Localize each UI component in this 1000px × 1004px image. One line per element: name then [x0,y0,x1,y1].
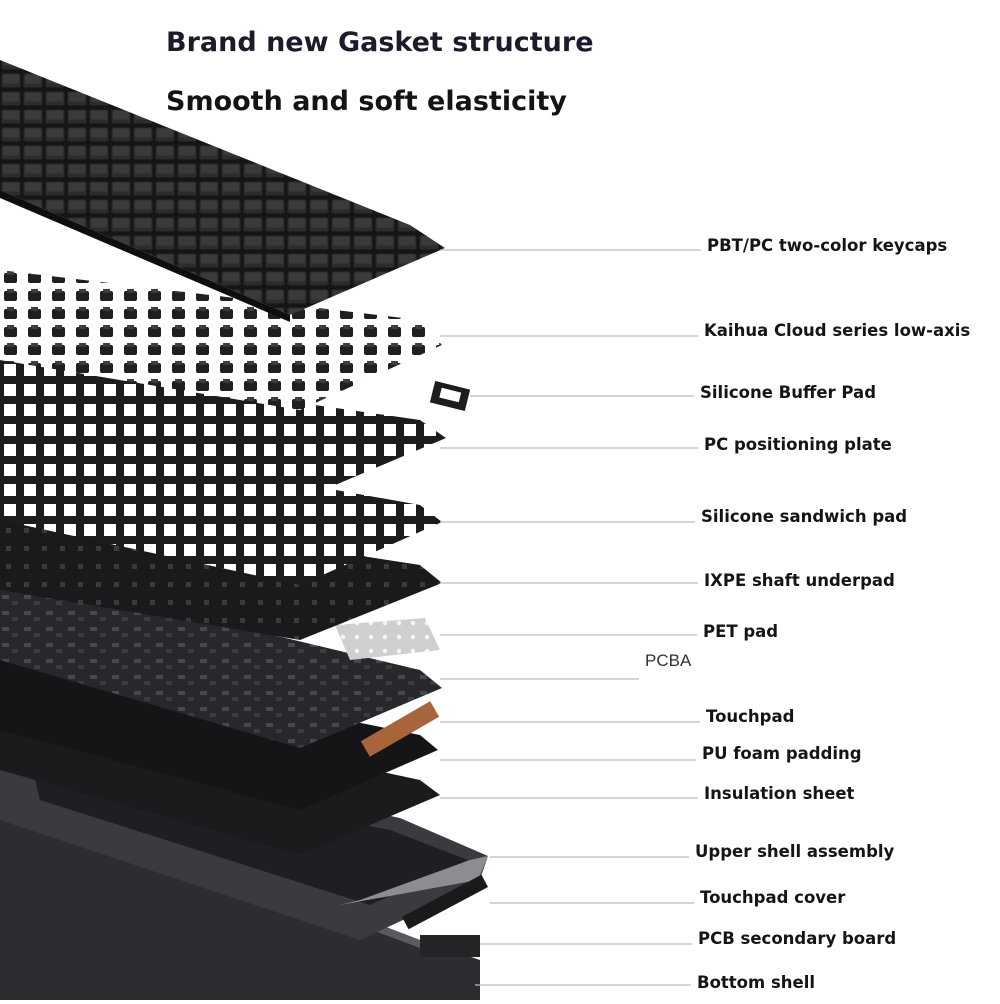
pc-plate-shape [0,360,446,500]
component-label: Touchpad [706,707,795,726]
component-label: PCBA [645,651,692,670]
component-label: PET pad [703,622,779,641]
component-label: Upper shell assembly [695,842,895,861]
component-label: Silicone Buffer Pad [700,383,877,402]
keycaps-shape [0,60,445,315]
component-label: IXPE shaft underpad [704,571,895,590]
touchpad-cover-shape [401,874,489,930]
component-label: Insulation sheet [704,784,855,803]
touchpad-shape [360,701,440,757]
headline-title: Brand new Gasket structure [166,27,594,58]
silicone-sandwich-shape [0,430,442,585]
component-label: Bottom shell [697,973,816,992]
switches-shape [0,270,442,410]
component-label: PBT/PC two-color keycaps [707,236,948,255]
component-label: PC positioning plate [704,435,892,454]
pet-pad-shape [335,618,440,660]
pcba-shape [0,570,442,748]
headline-subtitle: Smooth and soft elasticity [166,86,567,117]
component-label: PCB secondary board [698,929,897,948]
component-label: Kaihua Cloud series low-axis [704,321,971,340]
component-label: Touchpad cover [700,888,846,907]
pcb-secondary-board-shape [420,935,480,957]
component-label: PU foam padding [702,744,862,763]
component-label: Silicone sandwich pad [701,507,908,526]
